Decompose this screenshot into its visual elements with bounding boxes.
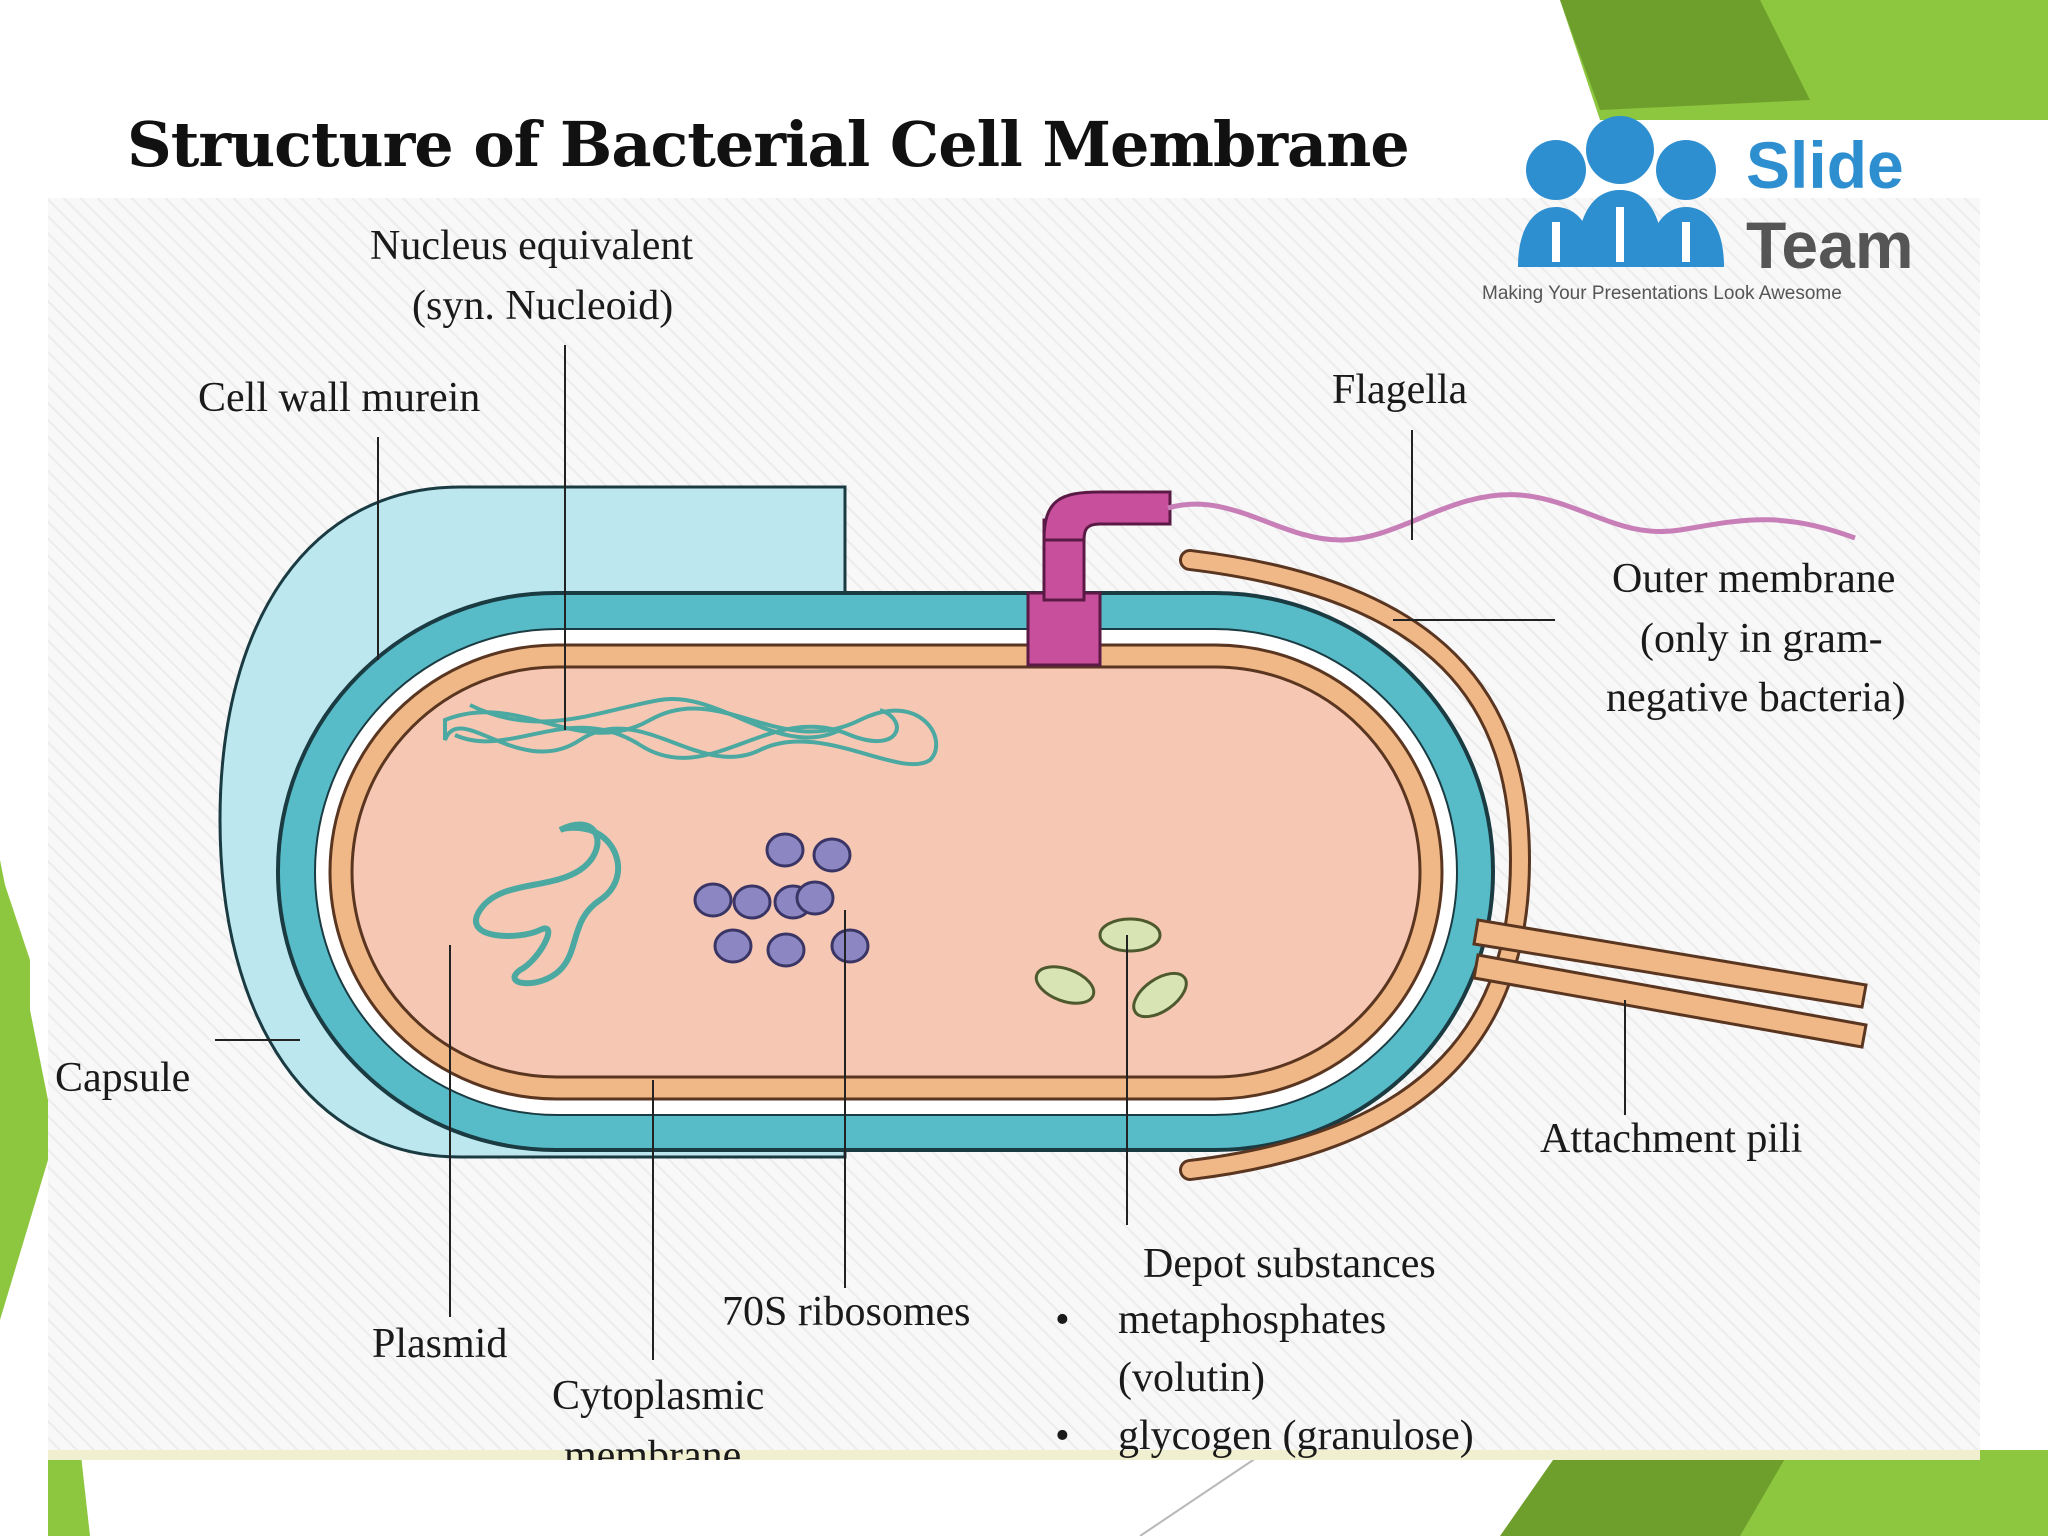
attachment-pili (1472, 918, 1868, 1049)
cytoplasmic-label-line1: Cytoplasmic (552, 1373, 765, 1419)
depot-item1-line2: (volutin) (1118, 1355, 1265, 1401)
thin-line-bottom (1139, 1451, 1266, 1536)
figure-bottom-bar (48, 1450, 1980, 1460)
green-shape-top-right-dark (1560, 0, 1810, 110)
flagellum (1026, 490, 1856, 667)
nucleoid (443, 697, 939, 767)
outer-membrane-label-line2: (only in gram- (1640, 616, 1883, 662)
attachment-pili-label: Attachment pili (1540, 1116, 1803, 1162)
cytoplasmic-label-line2: membrane (564, 1433, 742, 1460)
outer-membrane-label-line1: Outer membrane (1612, 556, 1896, 602)
cytoplasm (350, 665, 1422, 1079)
green-shape-bottom-right-light (1740, 1450, 2048, 1536)
plasmid-label: Plasmid (372, 1321, 508, 1367)
depot-item2: glycogen (granulose) (1118, 1413, 1474, 1459)
logo-tagline: Making Your Presentations Look Awesome (1482, 283, 1842, 304)
green-shape-left-top (0, 870, 30, 1250)
capsule-label: Capsule (55, 1055, 191, 1101)
depot-item1-line1: metaphosphates (1118, 1297, 1387, 1343)
slide-title: Structure of Bacterial Cell Membrane (127, 108, 1410, 181)
slideteam-logo: Slide Team Making Your Presentations Loo… (1478, 112, 1981, 312)
flagella-label: Flagella (1332, 367, 1468, 413)
leader-lines (215, 345, 1626, 1360)
ribosomes-label: 70S ribosomes (722, 1289, 971, 1335)
outer-membrane-label-line3: negative bacteria) (1606, 675, 1906, 721)
plasmid (473, 821, 621, 987)
depot-bullet-2: • (1055, 1413, 1070, 1459)
cytoplasmic-label-clip: membrane (540, 1432, 840, 1460)
cell-wall-label: Cell wall murein (198, 375, 481, 421)
depot-granules (1034, 917, 1188, 1019)
nucleus-label-line2: (syn. Nucleoid) (412, 283, 674, 329)
logo-word-team: Team (1746, 208, 1914, 282)
nucleus-label-line1: Nucleus equivalent (370, 223, 694, 269)
ribosomes (693, 832, 870, 968)
logo-word-slide: Slide (1746, 128, 1904, 202)
depot-label: Depot substances (1143, 1241, 1436, 1287)
people-icon (1518, 116, 1724, 267)
depot-bullet-1: • (1055, 1297, 1070, 1343)
